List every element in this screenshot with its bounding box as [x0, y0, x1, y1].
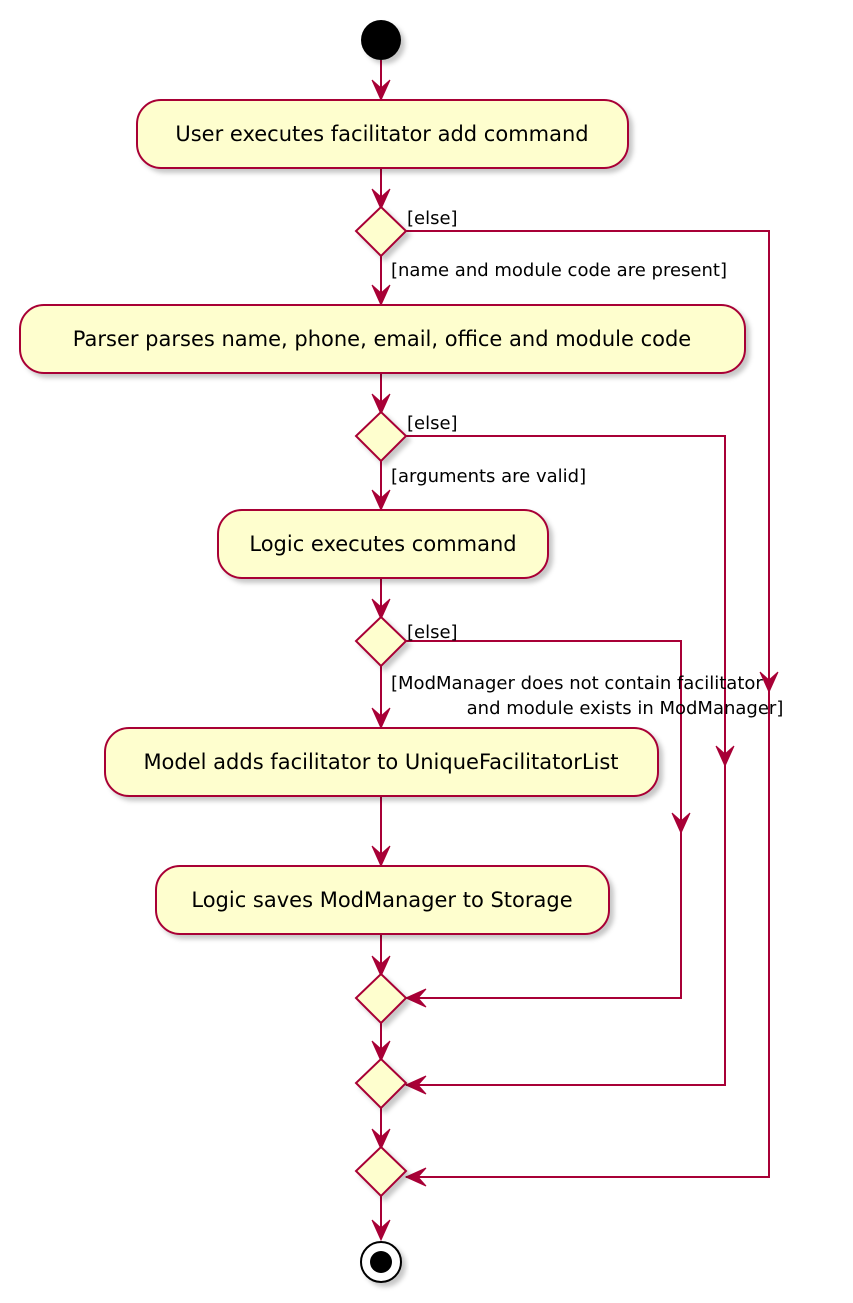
arrow-down	[371, 489, 391, 512]
arrow-left	[404, 1167, 427, 1187]
arrow-down	[371, 393, 391, 416]
edge-else-branch-3	[406, 640, 682, 999]
edge-else-branch-1	[406, 230, 770, 1178]
arrow-down	[371, 1040, 391, 1063]
merge-node-1	[354, 1145, 408, 1198]
guard-not-contain-line2: and module exists in ModManager]	[467, 698, 784, 719]
arrow-down	[371, 188, 391, 211]
decision-diamonds	[354, 205, 408, 1198]
activity-label: Logic executes command	[249, 532, 516, 556]
merge-node-2	[354, 1057, 408, 1110]
arrow-down	[371, 1219, 391, 1242]
start-node	[361, 20, 401, 60]
guard-else-2: [else]	[407, 413, 458, 434]
arrow-left	[404, 1075, 427, 1095]
activity-label: Logic saves ModManager to Storage	[191, 888, 572, 912]
activity-model-adds: Model adds facilitator to UniqueFacilita…	[104, 727, 659, 797]
guard-arguments-valid: [arguments are valid]	[391, 466, 586, 487]
arrow-down	[715, 745, 735, 768]
activity-logic-saves: Logic saves ModManager to Storage	[155, 865, 610, 935]
arrow-down	[759, 671, 779, 694]
guard-not-contain-line1: [ModManager does not contain facilitator	[391, 673, 763, 694]
arrow-down	[371, 707, 391, 730]
activity-user-executes: User executes facilitator add command	[136, 99, 629, 169]
decision-name-module-present	[354, 205, 408, 258]
arrow-down	[371, 845, 391, 868]
decision-arguments-valid	[354, 410, 408, 463]
guard-name-module-present: [name and module code are present]	[391, 260, 727, 281]
arrow-left	[404, 988, 427, 1008]
arrow-heads	[371, 79, 779, 1242]
arrow-down	[371, 1128, 391, 1151]
guard-else-1: [else]	[407, 208, 458, 229]
activity-label: Model adds facilitator to UniqueFacilita…	[143, 750, 618, 774]
activity-parser-parses: Parser parses name, phone, email, office…	[19, 304, 746, 374]
arrow-down	[371, 79, 391, 102]
guard-else-3: [else]	[407, 622, 458, 643]
decision-not-contain-facilitator	[354, 615, 408, 668]
arrow-down	[671, 812, 691, 835]
activity-label: User executes facilitator add command	[175, 122, 588, 146]
merge-node-3	[354, 972, 408, 1025]
flow-lines	[380, 60, 770, 1236]
arrow-down	[371, 598, 391, 621]
arrow-down	[371, 955, 391, 978]
arrow-down	[371, 284, 391, 307]
activity-label: Parser parses name, phone, email, office…	[73, 327, 691, 351]
end-node	[360, 1241, 402, 1283]
activity-logic-executes: Logic executes command	[217, 509, 549, 579]
